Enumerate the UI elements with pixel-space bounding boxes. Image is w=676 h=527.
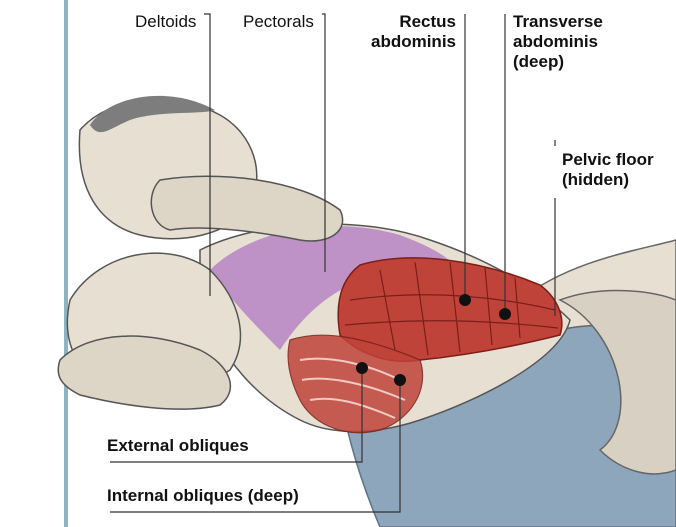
transverse-label-line2: abdominis (513, 32, 603, 52)
transverse-label-line3: (deep) (513, 52, 603, 72)
rectus-marker (459, 294, 471, 306)
pectorals-label: Pectorals (243, 12, 314, 32)
transverse-label-line1: Transverse (513, 12, 603, 32)
internal-obliques-marker (394, 374, 406, 386)
transverse-abdominis-label: Transverse abdominis (deep) (513, 12, 603, 72)
rectus-abdominis-label: Rectus abdominis (368, 12, 456, 52)
rectus-label-line1: Rectus (368, 12, 456, 32)
deltoids-label: Deltoids (135, 12, 196, 32)
rectus-label-line2: abdominis (368, 32, 456, 52)
transverse-marker (499, 308, 511, 320)
pelvic-floor-label: Pelvic floor (hidden) (562, 150, 654, 190)
pelvic-label-line2: (hidden) (562, 170, 654, 190)
external-obliques-label: External obliques (107, 436, 249, 456)
pelvic-label-line1: Pelvic floor (562, 150, 654, 170)
internal-obliques-label: Internal obliques (deep) (107, 486, 299, 506)
external-obliques-marker (356, 362, 368, 374)
